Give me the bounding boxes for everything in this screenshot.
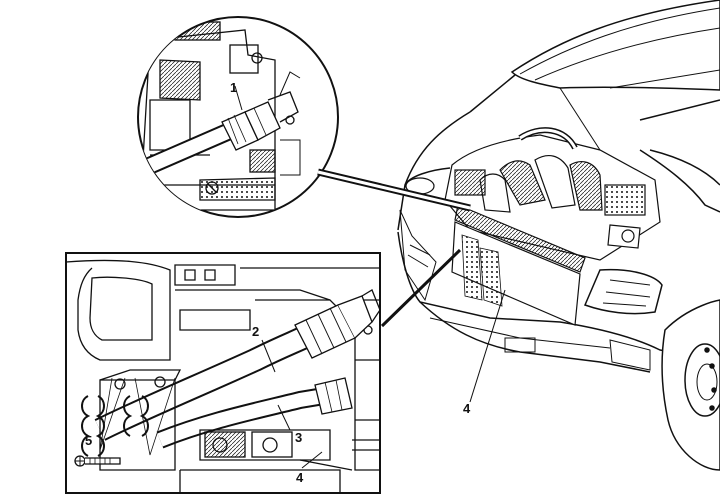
vehicle-front-view xyxy=(397,0,720,471)
circle-connector-pointer xyxy=(317,168,471,212)
callout-5: 5 xyxy=(85,433,92,448)
callout-1: 1 xyxy=(230,80,237,95)
rectangle-detail-inset xyxy=(65,252,381,494)
condenser xyxy=(451,204,586,326)
front-wheel xyxy=(661,299,720,471)
headlight xyxy=(583,268,663,315)
callout-2: 2 xyxy=(252,324,259,339)
callout-3: 3 xyxy=(295,430,302,445)
callout-4-inset: 4 xyxy=(296,470,304,485)
rect-connector-pointer xyxy=(380,248,462,328)
callout-4-main: 4 xyxy=(463,401,471,416)
circle-detail-inset xyxy=(137,16,339,218)
